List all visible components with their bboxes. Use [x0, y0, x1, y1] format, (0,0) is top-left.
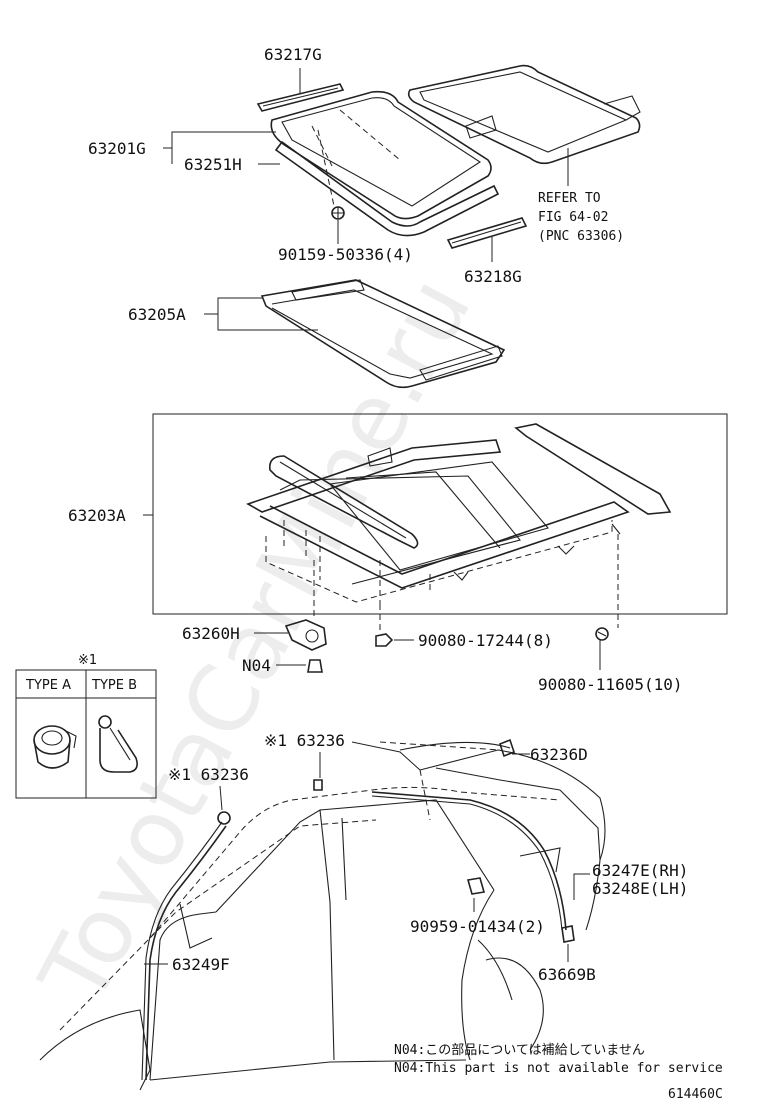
part-63260H-motor	[284, 619, 327, 651]
part-63201G-glass	[270, 90, 492, 220]
label-refer-fig: FIG 64-02	[538, 210, 608, 225]
label-type-a: TYPE A	[25, 678, 71, 693]
part-63247E-hose	[371, 791, 567, 931]
label-90080-11605: 90080-11605(10)	[538, 675, 683, 694]
part-63203A-housing	[246, 423, 672, 604]
label-63236-lower: ※1 63236	[168, 765, 249, 784]
label-63247E: 63247E(RH)	[592, 861, 688, 880]
part-63669B-cap	[561, 925, 575, 943]
label-type-b: TYPE B	[91, 678, 137, 693]
label-90959: 90959-01434(2)	[410, 917, 545, 936]
part-90959-clip	[466, 877, 486, 895]
car-body-outline	[39, 741, 606, 1091]
label-63236D: 63236D	[530, 745, 588, 764]
figure-id: 614460C	[668, 1087, 723, 1102]
label-90080-17244: 90080-17244(8)	[418, 631, 553, 650]
part-63218G-strip	[446, 217, 528, 249]
label-63669B: 63669B	[538, 965, 596, 984]
label-N04: N04	[242, 656, 271, 675]
type-legend-box	[15, 669, 157, 799]
part-63236D-grommet	[499, 738, 515, 758]
part-63249F-hose	[145, 825, 227, 1081]
label-63236-upper: ※1 63236	[264, 731, 345, 750]
label-refer-pnc: (PNC 63306)	[538, 229, 624, 244]
note-english: N04:This part is not available for servi…	[394, 1061, 723, 1076]
label-63218G: 63218G	[464, 267, 522, 286]
type-b-clip-icon	[98, 715, 138, 773]
part-63205A-frame	[260, 279, 506, 389]
part-90080-11605-bolt	[595, 627, 609, 641]
label-refer-to: REFER TO	[538, 191, 601, 206]
label-63248E: 63248E(LH)	[592, 879, 688, 898]
part-63236-grommet-a	[313, 779, 323, 791]
part-63217G-strip	[256, 83, 345, 112]
label-90159: 90159-50336(4)	[278, 245, 413, 264]
label-63260H: 63260H	[182, 624, 240, 643]
part-90080-17244-nut	[375, 633, 394, 647]
part-N04	[307, 659, 323, 673]
part-63251H-seal	[274, 140, 500, 237]
part-refer-panel	[407, 64, 641, 165]
part-63236-grommet-b	[217, 811, 231, 825]
housing-box	[152, 413, 728, 615]
note-japanese: N04:この部品については補給していません	[394, 1043, 645, 1058]
label-63249F: 63249F	[172, 955, 230, 974]
label-63217G: 63217G	[264, 45, 322, 64]
label-63203A: 63203A	[68, 506, 126, 525]
label-63251H: 63251H	[184, 155, 242, 174]
part-90159-bolt	[331, 206, 345, 220]
label-ref-1: ※1	[78, 653, 97, 668]
label-63205A: 63205A	[128, 305, 186, 324]
label-63201G: 63201G	[88, 139, 146, 158]
type-a-clamp-icon	[33, 725, 77, 769]
